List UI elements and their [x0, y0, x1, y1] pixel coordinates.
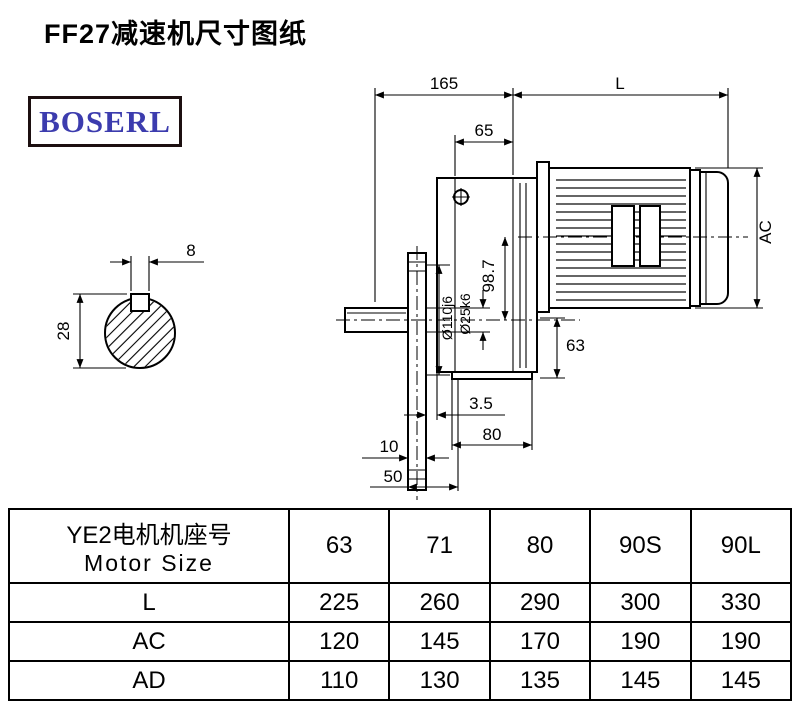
table-cell: 225 — [287, 582, 391, 623]
dimension-lines: 165 L 65 AC 98.7 Ø110j6 Ø25k6 63 3.5 — [362, 74, 775, 491]
table-cell: 145 — [388, 621, 491, 662]
table-cell: 190 — [589, 621, 692, 662]
dim-L-label: L — [615, 74, 624, 93]
table-cell: 120 — [287, 621, 391, 662]
motor-nameplate — [611, 205, 635, 267]
dim-shaft-dia-label: Ø25k6 — [457, 293, 473, 334]
header-line-en: Motor Size — [84, 550, 214, 576]
row-label: AD — [8, 660, 290, 701]
dim-key-height-label: 28 — [54, 322, 73, 341]
size-col-header: 90L — [689, 508, 793, 584]
dim-10-label: 10 — [380, 437, 399, 456]
table-cell: 330 — [689, 582, 793, 623]
brand-logo-text: BOSERL — [39, 103, 171, 139]
brand-logo-box: BOSERL — [28, 96, 182, 147]
table-cell: 170 — [488, 621, 592, 662]
dim-key-width-label: 8 — [186, 241, 195, 260]
row-label: AC — [8, 621, 290, 662]
table-row-L: L 225 260 290 300 330 — [8, 582, 793, 623]
dim-63-label: 63 — [566, 336, 585, 355]
size-col-header: 80 — [488, 508, 592, 584]
shaft-cross-section: 8 28 — [54, 241, 204, 369]
fan-cowl — [699, 171, 729, 305]
dim-165-label: 165 — [430, 74, 458, 93]
row-label: L — [8, 582, 290, 623]
table-cell: 130 — [388, 660, 491, 701]
page-title: FF27减速机尺寸图纸 — [44, 19, 308, 49]
size-col-header: 90S — [589, 508, 692, 584]
table-cell: 145 — [589, 660, 692, 701]
table-cell: 260 — [388, 582, 491, 623]
size-col-header: 63 — [287, 508, 391, 584]
dim-flange-dia-label: Ø110j6 — [439, 296, 455, 340]
size-col-header: 71 — [388, 508, 491, 584]
dim-65-label: 65 — [475, 121, 494, 140]
table-cell: 190 — [689, 621, 793, 662]
reducer-drawing-svg: 8 28 — [54, 74, 775, 500]
dim-80-label: 80 — [483, 425, 502, 444]
dim-98-7-label: 98.7 — [479, 259, 498, 292]
motor — [536, 161, 729, 313]
dimension-drawing: 8 28 — [54, 74, 775, 500]
table-cell: 135 — [488, 660, 592, 701]
table-row-AD: AD 110 130 135 145 145 — [8, 660, 793, 701]
table-cell: 145 — [689, 660, 793, 701]
dim-50-label: 50 — [384, 467, 403, 486]
table-cell: 110 — [287, 660, 391, 701]
table-header-row: YE2电机机座号 Motor Size 63 71 80 90S 90L — [8, 508, 793, 584]
key-section — [130, 293, 150, 312]
motor-size-header-cell: YE2电机机座号 Motor Size — [8, 508, 290, 584]
header-line-cn: YE2电机机座号 — [66, 522, 232, 549]
dim-AC-label: AC — [756, 220, 775, 244]
centerlines — [336, 236, 748, 500]
motor-size-table: YE2电机机座号 Motor Size 63 71 80 90S 90L L 2… — [8, 508, 793, 701]
dim-3-5-label: 3.5 — [469, 394, 493, 413]
table-cell: 290 — [488, 582, 592, 623]
table-cell: 300 — [589, 582, 692, 623]
table-row-AC: AC 120 145 170 190 190 — [8, 621, 793, 662]
